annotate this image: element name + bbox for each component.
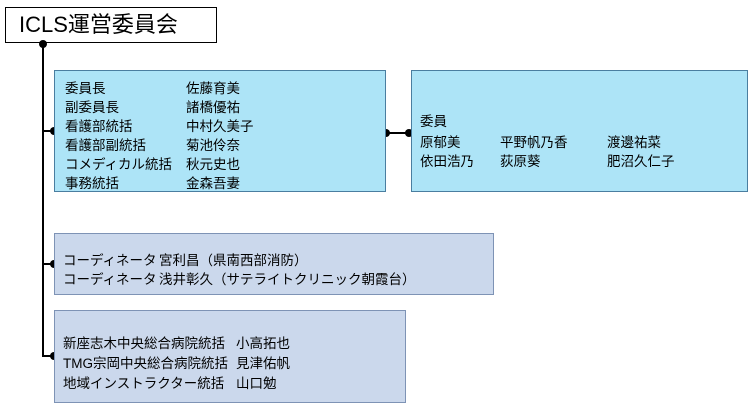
members-row: 依田浩乃 荻原葵 肥沼久仁子 xyxy=(420,150,743,169)
hospital-leads-list: 新座志木中央総合病院統括 小高拓也 TMG宗岡中央総合病院統括 見津佑帆 地域イ… xyxy=(63,332,401,392)
hospital-lead-name: 山口勉 xyxy=(236,376,277,391)
hospital-lead-name: 見津佑帆 xyxy=(236,356,290,371)
members-heading: 委員 xyxy=(420,114,447,129)
officer-row: 看護部副統括 菊池伶奈 xyxy=(65,134,381,153)
member-name: 荻原葵 xyxy=(500,153,541,169)
member-name: 渡邊祐菜 xyxy=(607,134,661,150)
connector-stub-coordinators xyxy=(42,263,55,265)
connector-officers-to-members xyxy=(386,132,412,134)
coordinator-row: コーディネータ 浅井彰久（サテライトクリニック朝霞台） xyxy=(63,268,489,287)
coordinators-list: コーディネータ 宮利昌（県南西部消防） コーディネータ 浅井彰久（サテライトクリ… xyxy=(63,249,489,287)
member-name: 依田浩乃 xyxy=(420,153,474,169)
hospital-leads-box[interactable]: 新座志木中央総合病院統括 小高拓也 TMG宗岡中央総合病院統括 見津佑帆 地域イ… xyxy=(54,310,406,403)
coordinator-name: 浅井彰久（サテライトクリニック朝霞台） xyxy=(159,271,416,287)
members-list: 委員 原郁美 平野帆乃香 渡邊祐菜 依田浩乃 荻原葵 肥沼久仁子 xyxy=(420,113,743,169)
officer-row: 事務統括 金森吾妻 xyxy=(65,172,381,191)
officer-row: 委員長 佐藤育美 xyxy=(65,77,381,96)
officer-role: コメディカル統括 xyxy=(65,156,173,172)
coordinators-box[interactable]: コーディネータ 宮利昌（県南西部消防） コーディネータ 浅井彰久（サテライトクリ… xyxy=(54,233,494,295)
coordinator-role: コーディネータ xyxy=(63,271,157,287)
officer-role: 委員長 xyxy=(65,80,106,96)
connector-dot-members-left xyxy=(405,129,413,137)
officer-name: 金森吾妻 xyxy=(186,175,240,191)
officers-box[interactable]: 委員長 佐藤育美 副委員長 諸橋優祐 看護部統括 中村久美子 看護部副統括 菊池… xyxy=(54,70,386,192)
member-name: 肥沼久仁子 xyxy=(607,153,675,169)
officer-row: 看護部統括 中村久美子 xyxy=(65,115,381,134)
hospital-lead-row: 新座志木中央総合病院統括 小高拓也 xyxy=(63,332,401,352)
connector-trunk-vertical xyxy=(42,43,44,357)
connector-stub-hospitals xyxy=(42,355,55,357)
connector-dot-root xyxy=(39,40,47,48)
officer-role: 看護部副統括 xyxy=(65,137,146,153)
officers-list: 委員長 佐藤育美 副委員長 諸橋優祐 看護部統括 中村久美子 看護部副統括 菊池… xyxy=(65,77,381,191)
officer-role: 副委員長 xyxy=(65,99,119,115)
page-title: ICLS運営委員会 xyxy=(19,12,178,37)
hospital-lead-row: TMG宗岡中央総合病院統括 見津佑帆 xyxy=(63,352,401,372)
hospital-lead-role: 地域インストラクター統括 xyxy=(63,376,225,391)
officer-name: 秋元史也 xyxy=(186,156,240,172)
coordinator-role: コーディネータ xyxy=(63,252,157,268)
officer-row: コメディカル統括 秋元史也 xyxy=(65,153,381,172)
org-root-node[interactable]: ICLS運営委員会 xyxy=(5,7,217,43)
hospital-lead-role: TMG宗岡中央総合病院統括 xyxy=(63,356,228,371)
officer-row: 副委員長 諸橋優祐 xyxy=(65,96,381,115)
members-row: 原郁美 平野帆乃香 渡邊祐菜 xyxy=(420,131,743,150)
member-name: 平野帆乃香 xyxy=(500,134,568,150)
member-name: 原郁美 xyxy=(420,134,461,150)
hospital-lead-name: 小高拓也 xyxy=(236,336,290,351)
members-box[interactable]: 委員 原郁美 平野帆乃香 渡邊祐菜 依田浩乃 荻原葵 肥沼久仁子 xyxy=(411,70,748,192)
connector-stub-officers xyxy=(42,130,55,132)
officer-name: 菊池伶奈 xyxy=(186,137,240,153)
hospital-lead-row: 地域インストラクター統括 山口勉 xyxy=(63,372,401,392)
coordinator-name: 宮利昌（県南西部消防） xyxy=(159,252,308,268)
coordinator-row: コーディネータ 宮利昌（県南西部消防） xyxy=(63,249,489,268)
officer-name: 中村久美子 xyxy=(186,118,254,134)
officer-role: 看護部統括 xyxy=(65,118,133,134)
hospital-lead-role: 新座志木中央総合病院統括 xyxy=(63,336,225,351)
officer-name: 佐藤育美 xyxy=(186,80,240,96)
connector-dot-officers-right xyxy=(382,129,390,137)
officer-role: 事務統括 xyxy=(65,175,119,191)
officer-name: 諸橋優祐 xyxy=(186,99,240,115)
